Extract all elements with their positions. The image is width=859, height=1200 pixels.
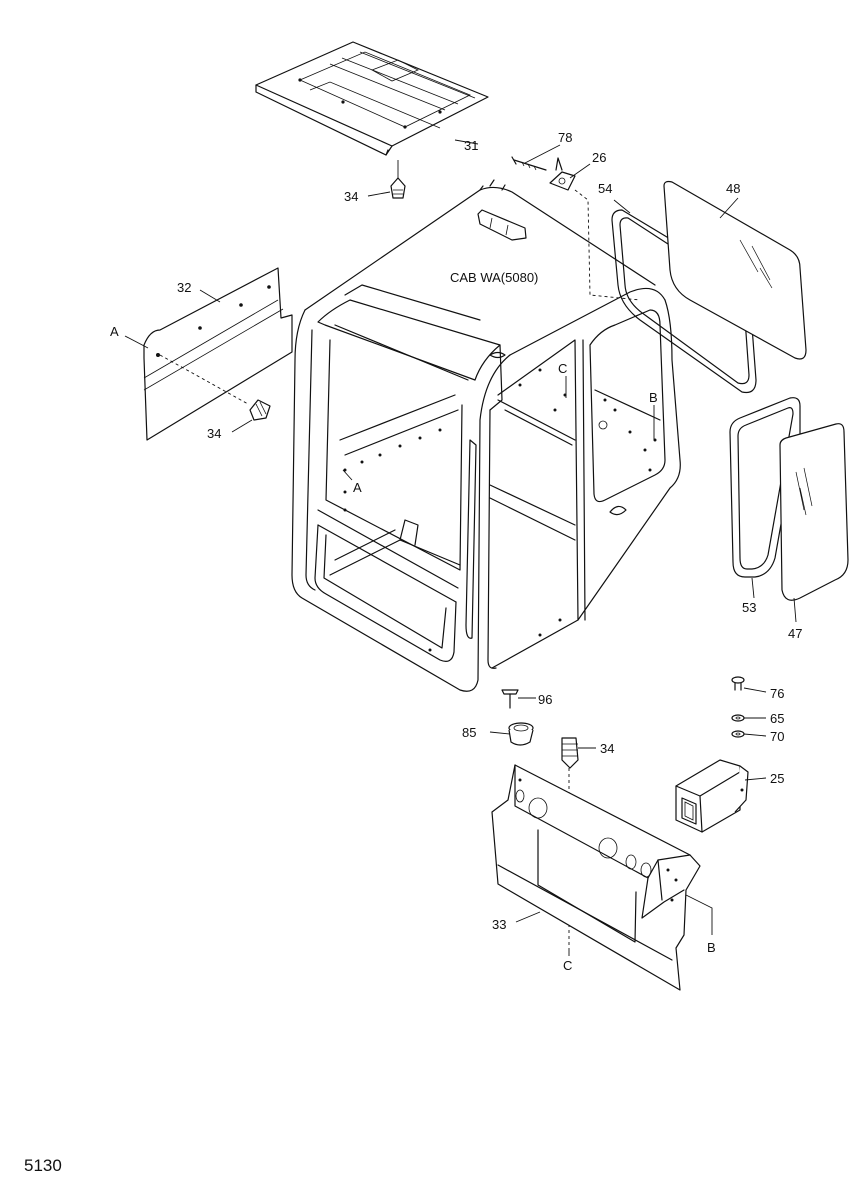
label-b-top: B <box>649 390 658 405</box>
leader-47 <box>793 597 797 623</box>
part-34-left-clip <box>249 399 271 421</box>
label-32: 32 <box>177 280 191 295</box>
leader-85 <box>489 731 511 735</box>
label-78: 78 <box>558 130 572 145</box>
label-48: 48 <box>726 181 740 196</box>
label-26: 26 <box>592 150 606 165</box>
leader-53 <box>751 577 755 599</box>
label-34-top: 34 <box>344 189 358 204</box>
leader-31 <box>454 139 479 145</box>
leader-78 <box>524 144 561 164</box>
label-96: 96 <box>538 692 552 707</box>
part-33-panel <box>491 764 701 991</box>
label-33: 33 <box>492 917 506 932</box>
label-a-left: A <box>110 324 119 339</box>
label-53: 53 <box>742 600 756 615</box>
cab-title: CAB WA(5080) <box>450 270 538 285</box>
label-70: 70 <box>770 729 784 744</box>
label-25: 25 <box>770 771 784 786</box>
leader-a-left <box>124 335 149 349</box>
part-48-glass <box>663 180 807 360</box>
dashed-32-to-34 <box>159 354 249 405</box>
part-25-box <box>675 759 749 833</box>
part-85-grommet <box>508 722 534 746</box>
label-b-bottom: B <box>707 940 716 955</box>
leader-48 <box>719 197 739 219</box>
leader-a-frame <box>342 469 353 481</box>
leader-b-bottom <box>685 894 713 935</box>
label-47: 47 <box>788 626 802 641</box>
leader-70 <box>743 733 767 737</box>
part-96-screw <box>501 689 519 709</box>
leader-76 <box>743 687 767 693</box>
part-78-bolt <box>511 156 547 171</box>
part-32-panel <box>143 267 293 441</box>
leader-25 <box>744 777 767 781</box>
cab-frame <box>291 179 681 692</box>
part-76-screw <box>731 676 745 691</box>
leader-33 <box>515 911 541 923</box>
label-c-bottom: C <box>563 958 572 973</box>
label-34-left: 34 <box>207 426 221 441</box>
leader-26 <box>569 163 591 179</box>
label-34-bottom: 34 <box>600 741 614 756</box>
part-47-glass <box>779 423 849 601</box>
label-c-top: C <box>558 361 567 376</box>
leader-54 <box>613 199 631 214</box>
label-31: 31 <box>464 138 478 153</box>
part-26-latch <box>549 157 576 191</box>
label-65: 65 <box>770 711 784 726</box>
leader-34-left <box>231 419 253 433</box>
part-65-washer <box>731 714 745 722</box>
label-76: 76 <box>770 686 784 701</box>
page-number: 5130 <box>24 1156 62 1175</box>
label-54: 54 <box>598 181 612 196</box>
leader-32 <box>199 289 221 303</box>
dashed-26-to-cab <box>574 189 641 301</box>
part-34-bottom-clip <box>561 737 579 769</box>
label-85: 85 <box>462 725 476 740</box>
part-70-washer <box>731 730 745 738</box>
part-54-gasket <box>611 209 757 394</box>
label-a-frame: A <box>353 480 362 495</box>
part-34-top-clip <box>390 177 406 199</box>
leader-34-top <box>367 191 391 197</box>
part-31-plate <box>255 41 489 156</box>
